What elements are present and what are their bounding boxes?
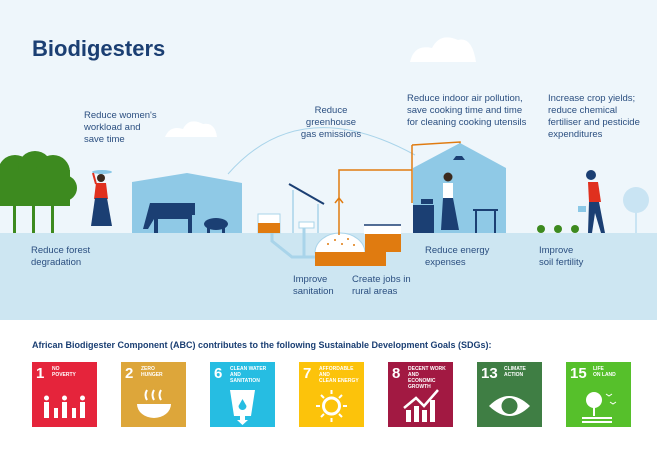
benefit-jobs: Create jobs in rural areas	[352, 274, 411, 297]
sdg-tile-6: 6 CLEAN WATER AND SANITATION	[210, 362, 275, 427]
benefit-crops: Increase crop yields; reduce chemical fe…	[548, 93, 640, 140]
small-tree-icon	[623, 187, 649, 233]
page-title: Biodigesters	[32, 36, 166, 61]
sdg-tile-2: 2 ZERO HUNGER	[121, 362, 186, 427]
eye-globe-icon	[489, 396, 530, 416]
water-glass-icon	[230, 390, 255, 425]
sdg-number: 2	[125, 365, 134, 382]
biodigester-illustration: Biodigesters Reduce women's workload and…	[0, 0, 657, 320]
cloud-icon	[165, 121, 217, 137]
woman-cooking-icon	[441, 172, 459, 230]
benefit-ghg: Reduce greenhouse gas emissions	[300, 105, 362, 140]
sdg-name: LIFE ON LAND	[593, 366, 616, 378]
sun-power-icon	[316, 390, 347, 422]
sdg-number: 1	[36, 365, 45, 382]
lamp-icon	[453, 156, 465, 160]
benefit-forest: Reduce forest degradation	[31, 245, 91, 268]
sdg-number: 8	[392, 365, 401, 382]
table	[473, 209, 498, 233]
sdg-tiles: 1 NO POVERTY 2 ZERO HUNGER 6 CLEAN WATER AND …	[32, 362, 631, 427]
sdg-tile-1: 1 NO POVERTY	[32, 362, 97, 427]
cow-icon	[143, 203, 195, 233]
bowl-icon	[137, 389, 171, 418]
growth-chart-icon	[403, 389, 439, 422]
plants-icon	[537, 225, 579, 233]
woman-carrying-icon	[91, 170, 112, 226]
sdg-name: CLEAN WATER AND SANITATION	[230, 366, 267, 384]
sdg-tile-8: 8 DECENT WORK AND ECONOMIC GROWTH	[388, 362, 453, 427]
benefit-sanitation: Improve sanitation	[293, 274, 334, 297]
emission-arc	[227, 127, 416, 175]
sdg-name: DECENT WORK AND ECONOMIC GROWTH	[408, 366, 446, 390]
sdg-name: CLIMATE ACTION	[504, 366, 526, 378]
benefit-indoor: Reduce indoor air pollution, save cookin…	[407, 93, 527, 128]
sdg-number: 6	[214, 365, 223, 382]
pig-icon	[204, 218, 228, 233]
tree-birds-icon	[582, 392, 617, 423]
trees-icon	[0, 151, 77, 233]
benefit-energy: Reduce energy expenses	[425, 245, 490, 268]
sdg-name: AFFORDABLE AND CLEAN ENERGY	[319, 366, 359, 384]
benefit-soil: Improve soil fertility	[539, 245, 584, 268]
sdg-tile-7: 7 AFFORDABLE AND CLEAN ENERGY	[299, 362, 364, 427]
cloud-icon	[410, 37, 476, 62]
sdg-number: 7	[303, 365, 312, 382]
sdg-heading: African Biodigester Component (ABC) cont…	[32, 340, 492, 350]
farmer-watering-icon	[578, 170, 605, 233]
sdg-name: ZERO HUNGER	[141, 366, 163, 378]
sdg-number: 13	[481, 365, 498, 382]
sdg-number: 15	[570, 365, 587, 382]
biodigester-system	[257, 141, 461, 266]
sdg-tile-15: 15 LIFE ON LAND	[566, 362, 631, 427]
sdg-name: NO POVERTY	[52, 366, 76, 378]
family-icon	[44, 395, 85, 418]
benefit-women: Reduce women's workload and save time	[84, 110, 157, 145]
sdg-tile-13: 13 CLIMATE ACTION	[477, 362, 542, 427]
stove	[413, 205, 434, 233]
scene-artwork	[0, 37, 657, 320]
